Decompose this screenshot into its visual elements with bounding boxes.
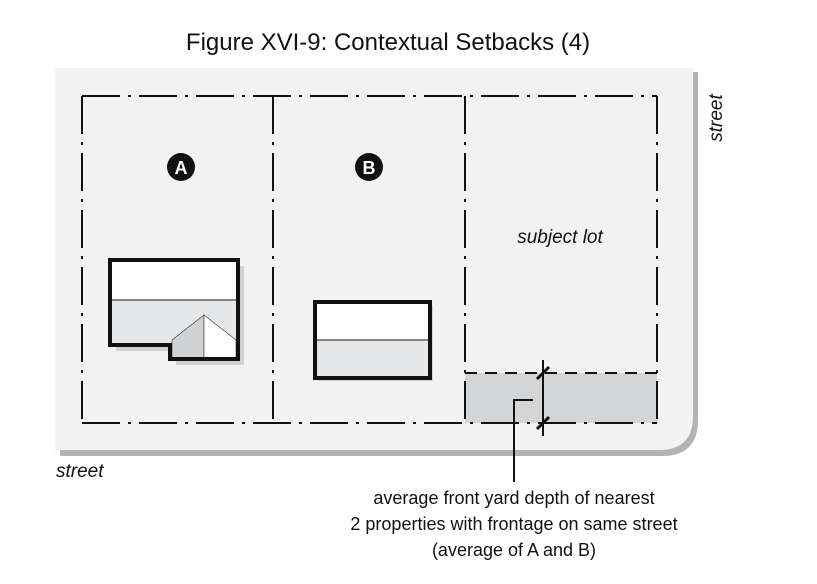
figure-title: Figure XVI-9: Contextual Setbacks (4) [186,29,590,56]
svg-text:A: A [175,158,188,178]
leader-line [513,399,533,482]
house-a [108,258,244,365]
svg-text:B: B [363,158,376,178]
front-yard-area [465,373,657,423]
lot-lines [81,95,658,424]
lot-a-marker: A [167,153,195,181]
front-yard-dimension [535,360,551,436]
annotation-line-2: 2 properties with frontage on same stree… [350,514,677,534]
street-label-bottom: street [56,461,104,482]
subject-lot-label: subject lot [517,227,603,248]
house-b [313,300,433,381]
lot-b-marker: B [355,153,383,181]
annotation-line-3: (average of A and B) [432,540,596,560]
annotation-line-1: average front yard depth of nearest [373,488,654,508]
street-label-right: street [706,94,727,142]
annotation: average front yard depth of nearest 2 pr… [350,488,677,560]
